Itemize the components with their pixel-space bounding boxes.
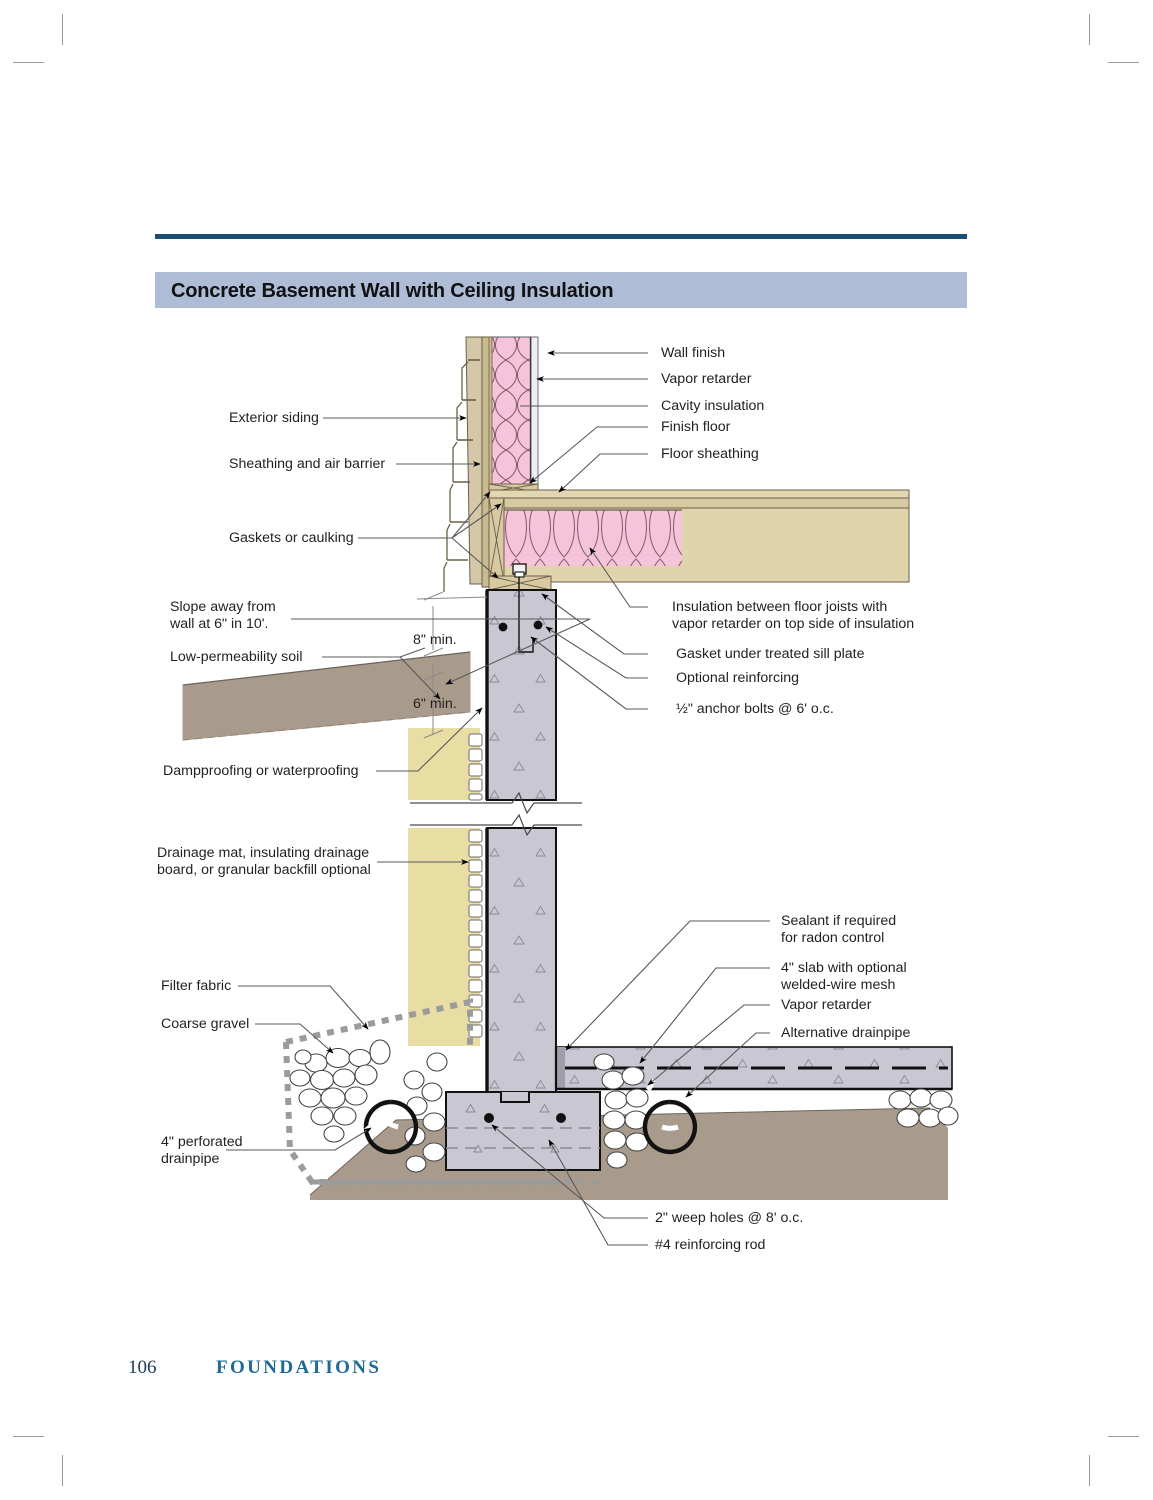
crop-mark-tl-horizontal [13, 62, 44, 64]
dimension-6in-min: 6" min. [413, 696, 457, 712]
label-floor-sheathing: Floor sheathing [661, 446, 759, 462]
crop-mark-tr-vertical [1089, 14, 1091, 45]
label-exterior-siding: Exterior siding [229, 410, 319, 426]
label-alternative-drainpipe: Alternative drainpipe [781, 1025, 911, 1041]
dimension-8in-min: 8" min. [413, 632, 457, 648]
label-perforated-drainpipe-line1: 4" perforated [161, 1134, 243, 1150]
label-vapor-retarder-wall: Vapor retarder [661, 371, 752, 387]
label-weep-holes: 2" weep holes @ 8' o.c. [655, 1210, 804, 1226]
label-sheathing-air-barrier: Sheathing and air barrier [229, 456, 386, 472]
label-gaskets-or-caulking: Gaskets or caulking [229, 530, 354, 546]
label-sealant-radon-line1: Sealant if required [781, 913, 897, 929]
label-drainage-mat-line2: board, or granular backfill optional [157, 862, 371, 878]
title-band [155, 272, 967, 308]
label-reinforcing-rod: #4 reinforcing rod [655, 1237, 766, 1253]
label-wall-finish: Wall finish [661, 345, 726, 361]
crop-mark-br-vertical [1089, 1455, 1091, 1486]
label-slab-line1: 4" slab with optional [781, 960, 907, 976]
crop-mark-tr-horizontal [1108, 62, 1139, 64]
label-low-permeability-soil: Low-permeability soil [170, 649, 303, 665]
label-optional-reinforcing: Optional reinforcing [676, 670, 800, 686]
label-slope-away-line2: wall at 6" in 10'. [170, 616, 269, 632]
label-anchor-bolts: ½" anchor bolts @ 6' o.c. [676, 701, 834, 717]
label-dampproofing: Dampproofing or waterproofing [163, 763, 359, 779]
label-perforated-drainpipe-line2: drainpipe [161, 1151, 220, 1167]
crop-mark-bl-vertical [62, 1455, 64, 1486]
label-cavity-insulation: Cavity insulation [661, 398, 765, 414]
section-title: FOUNDATIONS [216, 1357, 382, 1378]
label-insulation-between-joists-line2: vapor retarder on top side of insulation [672, 616, 915, 632]
label-finish-floor: Finish floor [661, 419, 731, 435]
label-slope-away-line1: Slope away from [170, 599, 276, 615]
page-number: 106 [128, 1357, 157, 1378]
header-rule [155, 234, 967, 239]
label-filter-fabric: Filter fabric [161, 978, 232, 994]
page-title: Concrete Basement Wall with Ceiling Insu… [171, 280, 614, 302]
label-coarse-gravel: Coarse gravel [161, 1016, 250, 1032]
crop-mark-bl-horizontal [13, 1436, 44, 1438]
label-insulation-between-joists-line1: Insulation between floor joists with [672, 599, 888, 615]
label-slab-line2: welded-wire mesh [781, 977, 896, 993]
crop-mark-br-horizontal [1108, 1436, 1139, 1438]
label-drainage-mat-line1: Drainage mat, insulating drainage [157, 845, 370, 861]
crop-mark-tl-vertical [62, 14, 64, 45]
label-gasket-under-sill: Gasket under treated sill plate [676, 646, 865, 662]
label-sealant-radon-line2: for radon control [781, 930, 885, 946]
label-vapor-retarder-slab: Vapor retarder [781, 997, 872, 1013]
